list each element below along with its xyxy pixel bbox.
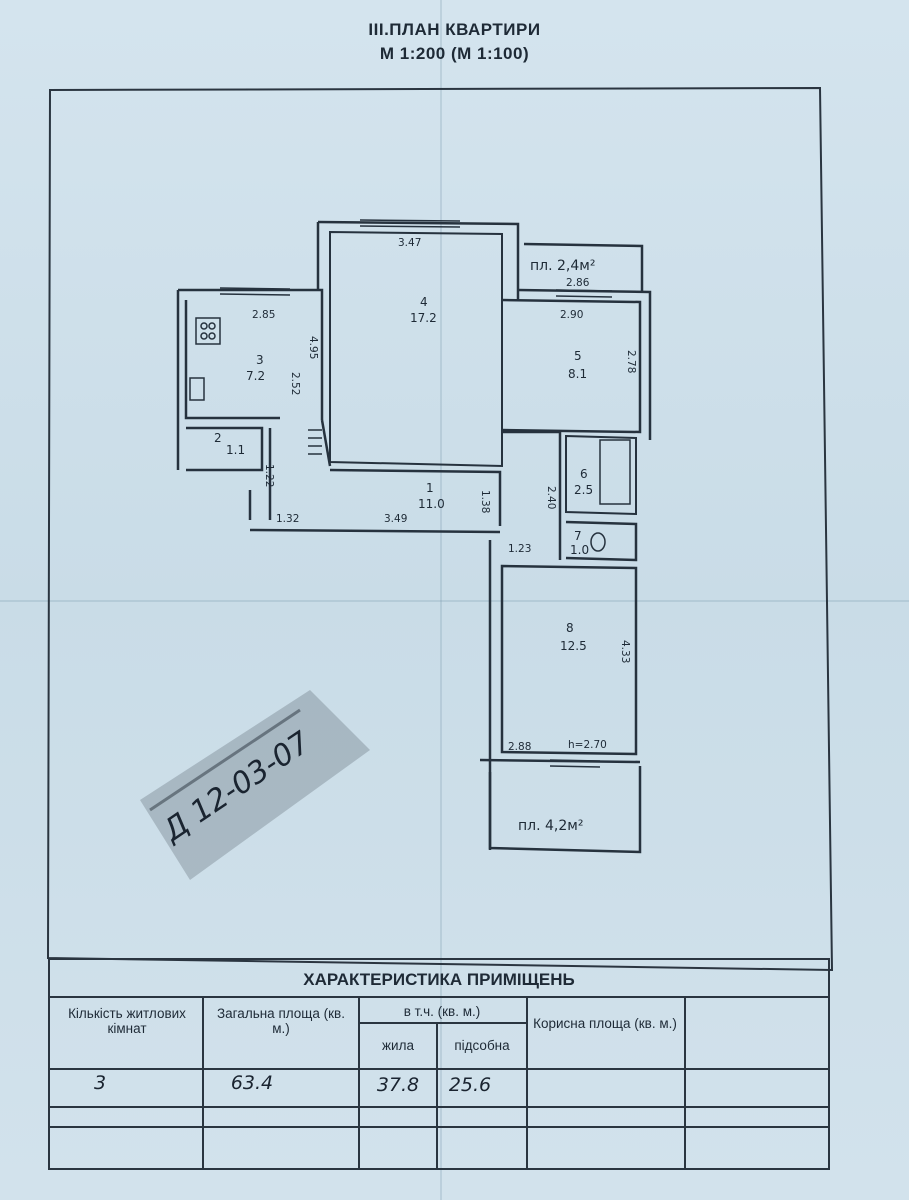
toilet-icon	[590, 532, 606, 552]
table-rule	[436, 1022, 438, 1168]
ceiling-height: h=2.70	[568, 739, 607, 751]
room-2-area: 1.1	[226, 443, 245, 457]
dim-132: 1.32	[276, 513, 299, 525]
room-6-number: 6	[580, 467, 588, 481]
room-6-area: 2.5	[574, 483, 593, 497]
value-rooms: 3	[94, 1072, 107, 1094]
sink-icon	[189, 377, 205, 401]
table-rule	[50, 1106, 828, 1108]
room-4-area: 17.2	[410, 311, 437, 325]
col-header-useful: Корисна площа (кв. м.)	[533, 1016, 677, 1031]
room-3-area: 7.2	[246, 369, 265, 383]
dim-252: 2.52	[289, 372, 301, 395]
room-5-area: 8.1	[568, 367, 587, 381]
room-1-area: 11.0	[418, 497, 445, 511]
characteristics-table: ХАРАКТЕРИСТИКА ПРИМІЩЕНЬ Кількість житло…	[48, 958, 830, 1170]
radiator-icon	[308, 429, 322, 455]
dim-138: 1.38	[479, 490, 491, 513]
dim-349: 3.49	[384, 513, 407, 525]
value-living: 37.8	[376, 1074, 420, 1096]
col-header-aux: підсобна	[454, 1038, 510, 1053]
dim-290: 2.90	[560, 309, 583, 321]
room-8-number: 8	[566, 621, 574, 635]
col-header-living: жила	[382, 1038, 414, 1053]
dim-495: 4.95	[307, 336, 319, 359]
table-rule	[50, 996, 828, 998]
table-rule	[684, 996, 686, 1168]
balcony-bottom-area: пл. 4,2м²	[518, 818, 583, 834]
value-total: 63.4	[230, 1072, 274, 1094]
dim-122: 1.22	[263, 464, 275, 487]
room-1-number: 1	[426, 481, 434, 495]
dim-240: 2.40	[545, 486, 557, 509]
col-header-total: Загальна площа (кв. м.)	[217, 1006, 345, 1036]
dim-285: 2.85	[252, 309, 275, 321]
table-rule	[202, 996, 204, 1168]
table-rule	[358, 1022, 526, 1024]
balcony-top-area: пл. 2,4м²	[530, 258, 595, 274]
dim-288: 2.88	[508, 741, 531, 753]
col-header-rooms: Кількість житлових кімнат	[68, 1006, 186, 1036]
value-aux: 25.6	[448, 1074, 492, 1096]
bathtub-icon	[599, 439, 631, 505]
document-scale: М 1:200 (М 1:100)	[379, 44, 530, 63]
dim-123: 1.23	[508, 543, 531, 555]
dim-286: 2.86	[566, 277, 590, 289]
room-3-number: 3	[256, 353, 264, 367]
walls	[176, 220, 652, 854]
table-title: ХАРАКТЕРИСТИКА ПРИМІЩЕНЬ	[303, 970, 575, 989]
fold-line-vertical	[440, 0, 442, 1200]
room-8-area: 12.5	[560, 639, 587, 653]
room-5-number: 5	[574, 349, 582, 363]
room-4-number: 4	[420, 295, 428, 309]
table-rule	[50, 1068, 828, 1070]
room-7-area: 1.0	[570, 543, 589, 557]
room-7-number: 7	[574, 529, 582, 543]
table-rule	[526, 996, 528, 1168]
room-2-number: 2	[214, 431, 222, 445]
dim-278: 2.78	[625, 350, 637, 373]
dim-347: 3.47	[398, 237, 421, 249]
table-rule	[358, 996, 360, 1168]
col-header-incl: в т.ч. (кв. м.)	[403, 1004, 481, 1019]
fixtures	[189, 317, 631, 552]
fold-line-horizontal	[0, 600, 909, 602]
drawing-frame	[46, 86, 834, 972]
document-title: III.ПЛАН КВАРТИРИ	[368, 20, 541, 39]
windows	[219, 219, 613, 768]
table-rule	[50, 1126, 828, 1128]
stove-icon	[195, 317, 221, 345]
date-stamp: Д 12-03-07	[140, 690, 370, 880]
dim-433: 4.33	[619, 640, 631, 663]
